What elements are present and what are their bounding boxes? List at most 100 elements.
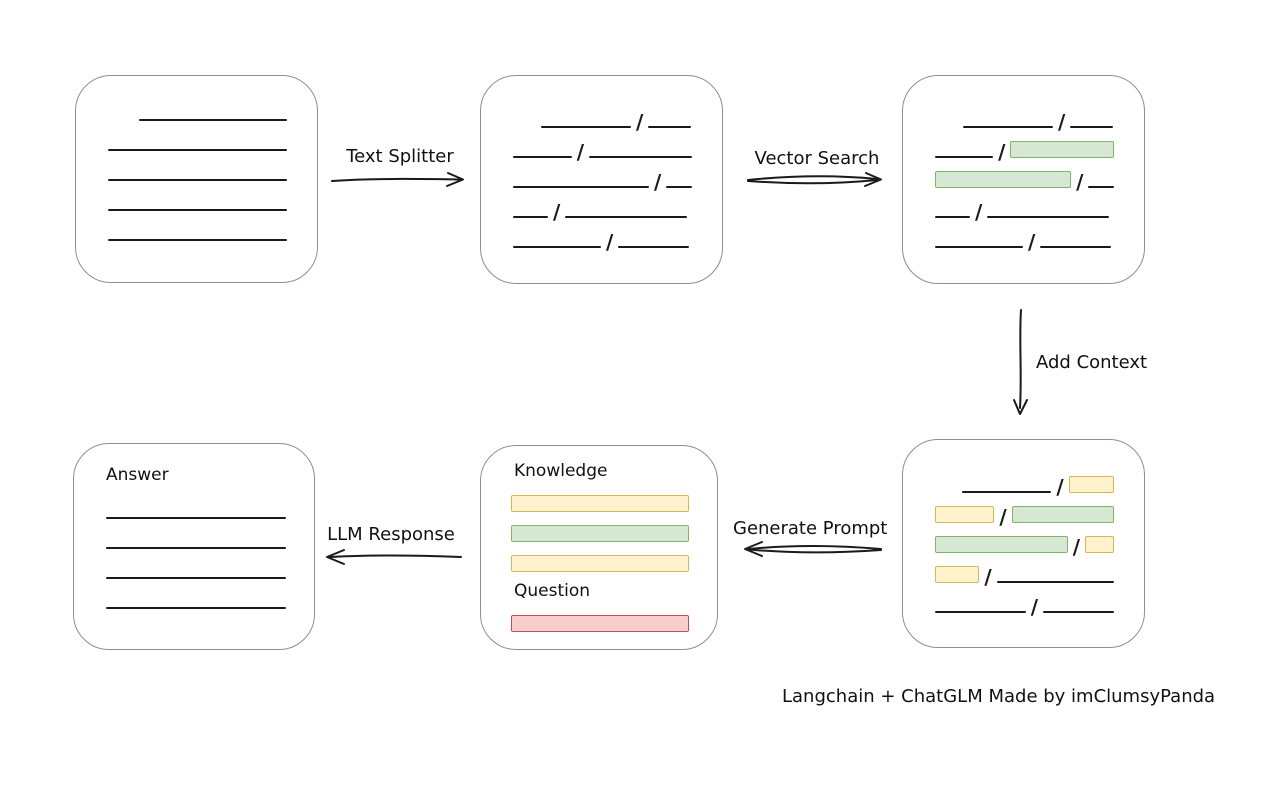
green-chunk — [1011, 506, 1114, 523]
text-row: / — [935, 188, 1114, 224]
text-line — [935, 246, 1023, 248]
text-line — [935, 611, 1026, 613]
yellow-bar — [511, 555, 689, 572]
bar-row — [511, 482, 689, 512]
slash-separator: / — [1076, 170, 1084, 194]
yellow-bar — [511, 495, 689, 512]
text-row — [106, 579, 286, 609]
context-result-box: / / / / / — [902, 439, 1145, 648]
text-line — [541, 126, 631, 128]
slash-separator: / — [998, 140, 1006, 164]
yellow-chunk — [1085, 536, 1114, 553]
text-row — [108, 121, 287, 151]
text-line — [138, 119, 287, 121]
text-row: / — [935, 128, 1114, 164]
text-row: / — [513, 188, 692, 224]
text-line — [648, 126, 692, 128]
slash-separator: / — [654, 170, 662, 194]
split-text-lines: ///// — [513, 98, 692, 252]
llm-response-label: LLM Response — [327, 524, 455, 545]
text-row: / — [935, 158, 1114, 194]
text-row: / — [935, 218, 1114, 254]
text-line — [565, 216, 688, 218]
knowledge-label: Knowledge — [514, 461, 608, 481]
text-splitter-label: Text Splitter — [346, 146, 454, 167]
answer-box-content: Answer — [106, 464, 286, 609]
text-line — [108, 239, 287, 241]
indent-gap — [108, 119, 139, 121]
text-row: / — [935, 98, 1114, 134]
slash-separator: / — [576, 140, 585, 164]
vector-search-arrow-right-icon — [747, 172, 882, 187]
text-row — [108, 181, 287, 211]
text-line — [987, 216, 1110, 218]
text-line — [106, 577, 286, 579]
green-chunk — [935, 171, 1072, 188]
knowledge-bars — [511, 482, 689, 572]
text-line — [1040, 246, 1112, 248]
yellow-chunk — [935, 566, 980, 583]
text-splitter-arrow-right-icon — [331, 172, 464, 187]
document-lines — [108, 91, 287, 241]
text-line — [513, 216, 548, 218]
answer-box: Answer — [73, 443, 315, 650]
add-context-arrow-down-icon — [1013, 309, 1028, 415]
text-line — [513, 156, 572, 158]
add-context-label: Add Context — [1036, 352, 1148, 373]
text-line — [935, 156, 994, 158]
green-chunk — [1010, 141, 1114, 158]
text-line — [513, 246, 601, 248]
text-line — [1070, 126, 1114, 128]
text-row: / — [513, 158, 692, 194]
slash-separator: / — [999, 505, 1007, 529]
red-bar — [511, 615, 689, 632]
text-row — [106, 489, 286, 519]
prompt-box: Knowledge Question — [480, 445, 718, 650]
source-document-box — [75, 75, 318, 283]
bar-row — [511, 542, 689, 572]
text-line — [106, 607, 286, 609]
slash-separator: / — [1072, 535, 1081, 559]
bar-row — [511, 512, 689, 542]
text-row: / — [935, 523, 1114, 559]
text-row — [106, 519, 286, 549]
text-line — [963, 126, 1053, 128]
text-line — [106, 547, 286, 549]
text-line — [513, 186, 650, 188]
text-line — [1043, 611, 1114, 613]
slash-separator: / — [984, 565, 992, 589]
text-line — [108, 149, 287, 151]
text-line — [108, 179, 287, 181]
text-line — [1088, 186, 1114, 188]
slash-separator: / — [1030, 595, 1039, 619]
slash-separator: / — [1056, 475, 1064, 499]
context-result-lines: / / / / / — [935, 463, 1114, 619]
indent-gap — [513, 126, 541, 128]
green-bar — [511, 525, 689, 542]
diagram-caption: Langchain + ChatGLM Made by imClumsyPand… — [782, 686, 1216, 707]
text-row: / — [513, 128, 692, 164]
prompt-box-content: Knowledge Question — [511, 460, 689, 632]
text-line — [961, 491, 1052, 493]
text-line — [589, 156, 692, 158]
text-row: / — [935, 583, 1114, 619]
slash-separator: / — [1028, 230, 1036, 254]
answer-label: Answer — [106, 465, 169, 485]
text-row — [106, 549, 286, 579]
text-line — [666, 186, 692, 188]
slash-separator: / — [975, 200, 983, 224]
split-text-box: ///// — [480, 75, 723, 284]
text-row: / — [935, 553, 1114, 589]
text-line — [935, 216, 970, 218]
slash-separator: / — [553, 200, 561, 224]
vector-search-result-box: / / / / / — [902, 75, 1145, 284]
text-line — [106, 517, 286, 519]
slash-separator: / — [1058, 110, 1066, 134]
text-row: / — [513, 98, 692, 132]
vector-result-lines: / / / / / — [935, 98, 1114, 254]
text-row — [108, 151, 287, 181]
answer-lines — [106, 489, 286, 609]
text-row: / — [935, 493, 1114, 529]
question-label: Question — [514, 581, 591, 601]
